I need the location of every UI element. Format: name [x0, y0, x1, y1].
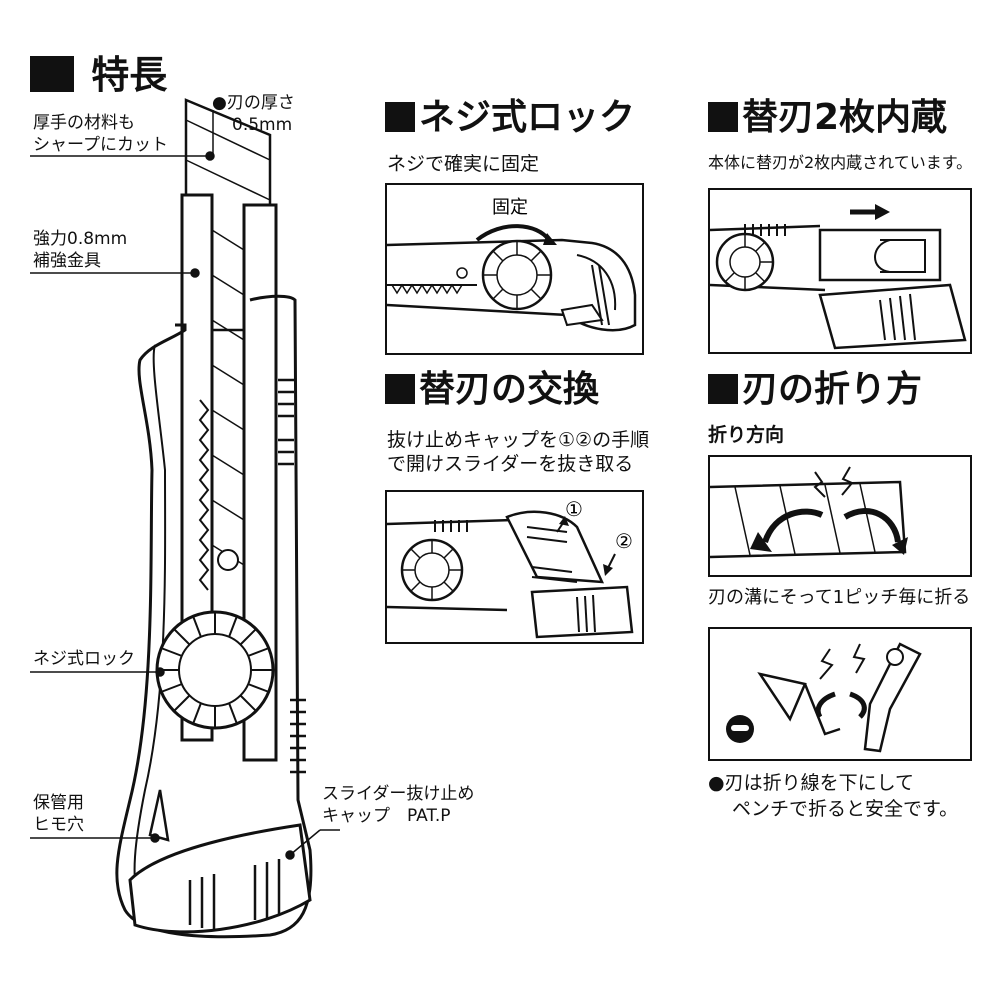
square-bullet-icon — [385, 102, 415, 132]
arrow-right-icon — [875, 204, 890, 220]
pliers-diagram — [708, 627, 972, 761]
slider-hole — [217, 549, 239, 571]
slider-cap — [128, 823, 312, 934]
rotate-arrow-icon — [475, 224, 551, 242]
reinforcement-frame — [180, 193, 214, 742]
thick-material-label: 厚手の材料も シャープにカット — [33, 113, 168, 155]
strap-hole-label: 保管用 ヒモ穴 — [33, 793, 84, 835]
features-title-text: 特長 — [91, 53, 168, 97]
fix-label: 固定 — [492, 197, 528, 218]
grip-ridges — [278, 378, 306, 774]
features-title: 特長 — [30, 55, 167, 95]
reinforcement-label: 強力0.8mm 補強金具 — [33, 229, 128, 271]
replacement-instructions: 抜け止めキャップを①②の手順 で開けスライダーを抜き取る — [387, 429, 650, 475]
square-bullet-icon — [30, 56, 74, 92]
snap-note: 刃の溝にそって1ピッチ毎に折る — [708, 587, 971, 608]
leader-lines — [30, 110, 340, 860]
blade-thickness-label: ●刃の厚さ 0.5mm — [212, 93, 295, 135]
slider-teeth — [198, 399, 210, 591]
safety-note: ●刃は折り線を下にして ペンチで折ると安全です。 — [708, 772, 959, 820]
square-bullet-icon — [385, 374, 415, 404]
snap-spark-icon — [813, 471, 826, 498]
snap-arrow-right-icon — [843, 508, 901, 543]
spare-blades-diagram — [708, 188, 972, 354]
snap-direction-label: 折り方向 — [708, 424, 785, 446]
replacement-diagram: ① ② — [385, 490, 644, 644]
screw-lock-subtitle: ネジで確実に固定 — [387, 153, 540, 175]
screw-lock-label: ネジ式ロック — [33, 649, 135, 669]
snap-arrow-left-icon — [762, 508, 824, 544]
strap-hole-shape — [148, 789, 170, 842]
square-bullet-icon — [708, 374, 738, 404]
replacement-heading: 替刃の交換 — [385, 370, 599, 410]
step2-marker: ② — [615, 529, 633, 553]
cutter-illustration — [30, 98, 340, 939]
spare-blades-heading: 替刃2枚内蔵 — [708, 98, 947, 138]
square-bullet-icon — [708, 102, 738, 132]
pliers-icon — [863, 642, 922, 753]
slider-cap-label: スライダー抜け止め キャップ PAT.P — [322, 784, 475, 826]
screw-lock-diagram: 固定 — [385, 183, 644, 355]
snapping-heading: 刃の折り方 — [708, 370, 922, 410]
snap-direction-diagram — [708, 455, 972, 577]
screw-lock-heading: ネジ式ロック — [385, 98, 635, 138]
spare-blades-subtitle: 本体に替刃が2枚内蔵されています。 — [708, 153, 973, 172]
step1-marker: ① — [565, 497, 583, 521]
screw-lock-wheel — [155, 610, 275, 730]
